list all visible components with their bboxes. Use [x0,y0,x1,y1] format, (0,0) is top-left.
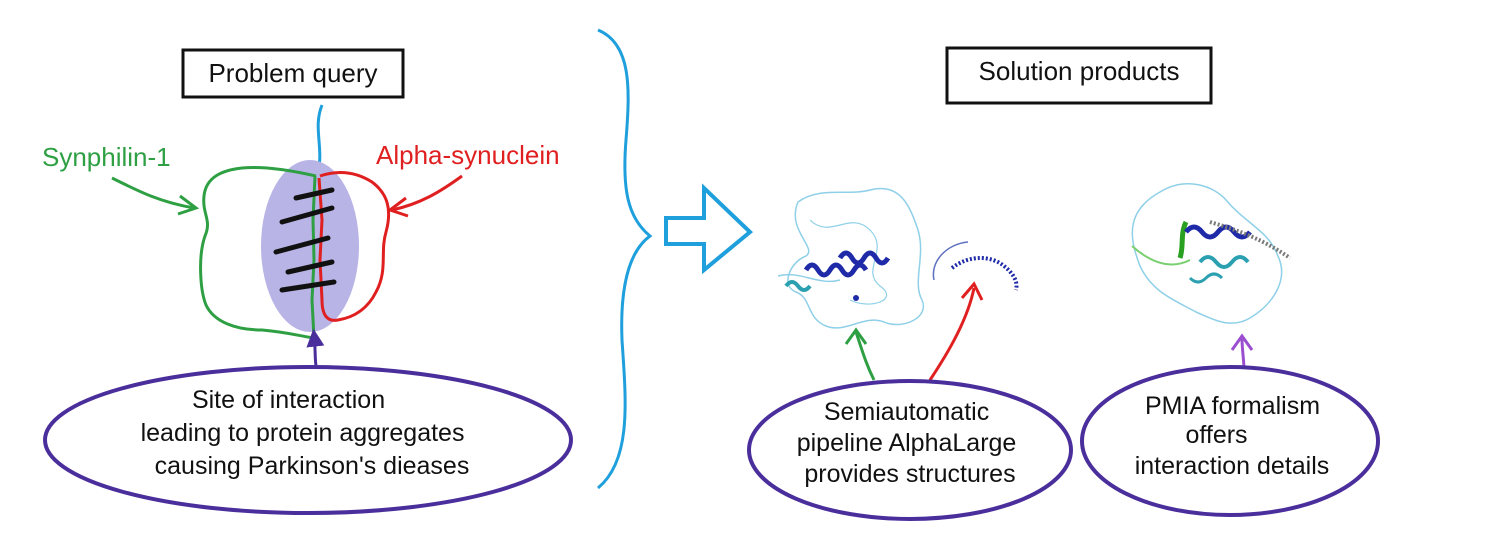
result-arrow [664,183,754,275]
interaction-bonds [273,187,337,293]
pipeline-arrow-red [928,287,976,381]
interaction-site-shading [261,160,359,332]
protein-structure-1 [777,187,925,329]
protein-structure-2 [932,241,1019,291]
grouping-brace [597,28,653,490]
solution-products-box [945,46,1213,105]
pipeline-text: Semiautomatic pipeline AlphaLarge provid… [797,398,1024,488]
problem-query-box [181,48,405,99]
pmia-arrow [1240,337,1246,371]
synphilin-label: Synphilin-1 [42,142,171,172]
pmia-oval [1080,365,1380,517]
alpha-synuclein-outline [317,171,391,322]
pipeline-oval [747,379,1073,521]
synphilin-outline [199,166,317,340]
solution-products-title: Solution products [979,56,1180,86]
site-oval [43,365,573,515]
pmia-text: PMIA formalism offers interaction detail… [1135,392,1330,480]
problem-query-title: Problem query [208,58,377,88]
protein-structure-3 [1131,183,1292,324]
alpha-synuclein-arrow [391,174,463,212]
pipeline-arrow-green [854,331,876,381]
site-text: Site of interaction leading to protein a… [141,386,472,480]
synphilin-arrow [111,176,195,210]
alpha-synuclein-label: Alpha-synuclein [376,140,560,170]
